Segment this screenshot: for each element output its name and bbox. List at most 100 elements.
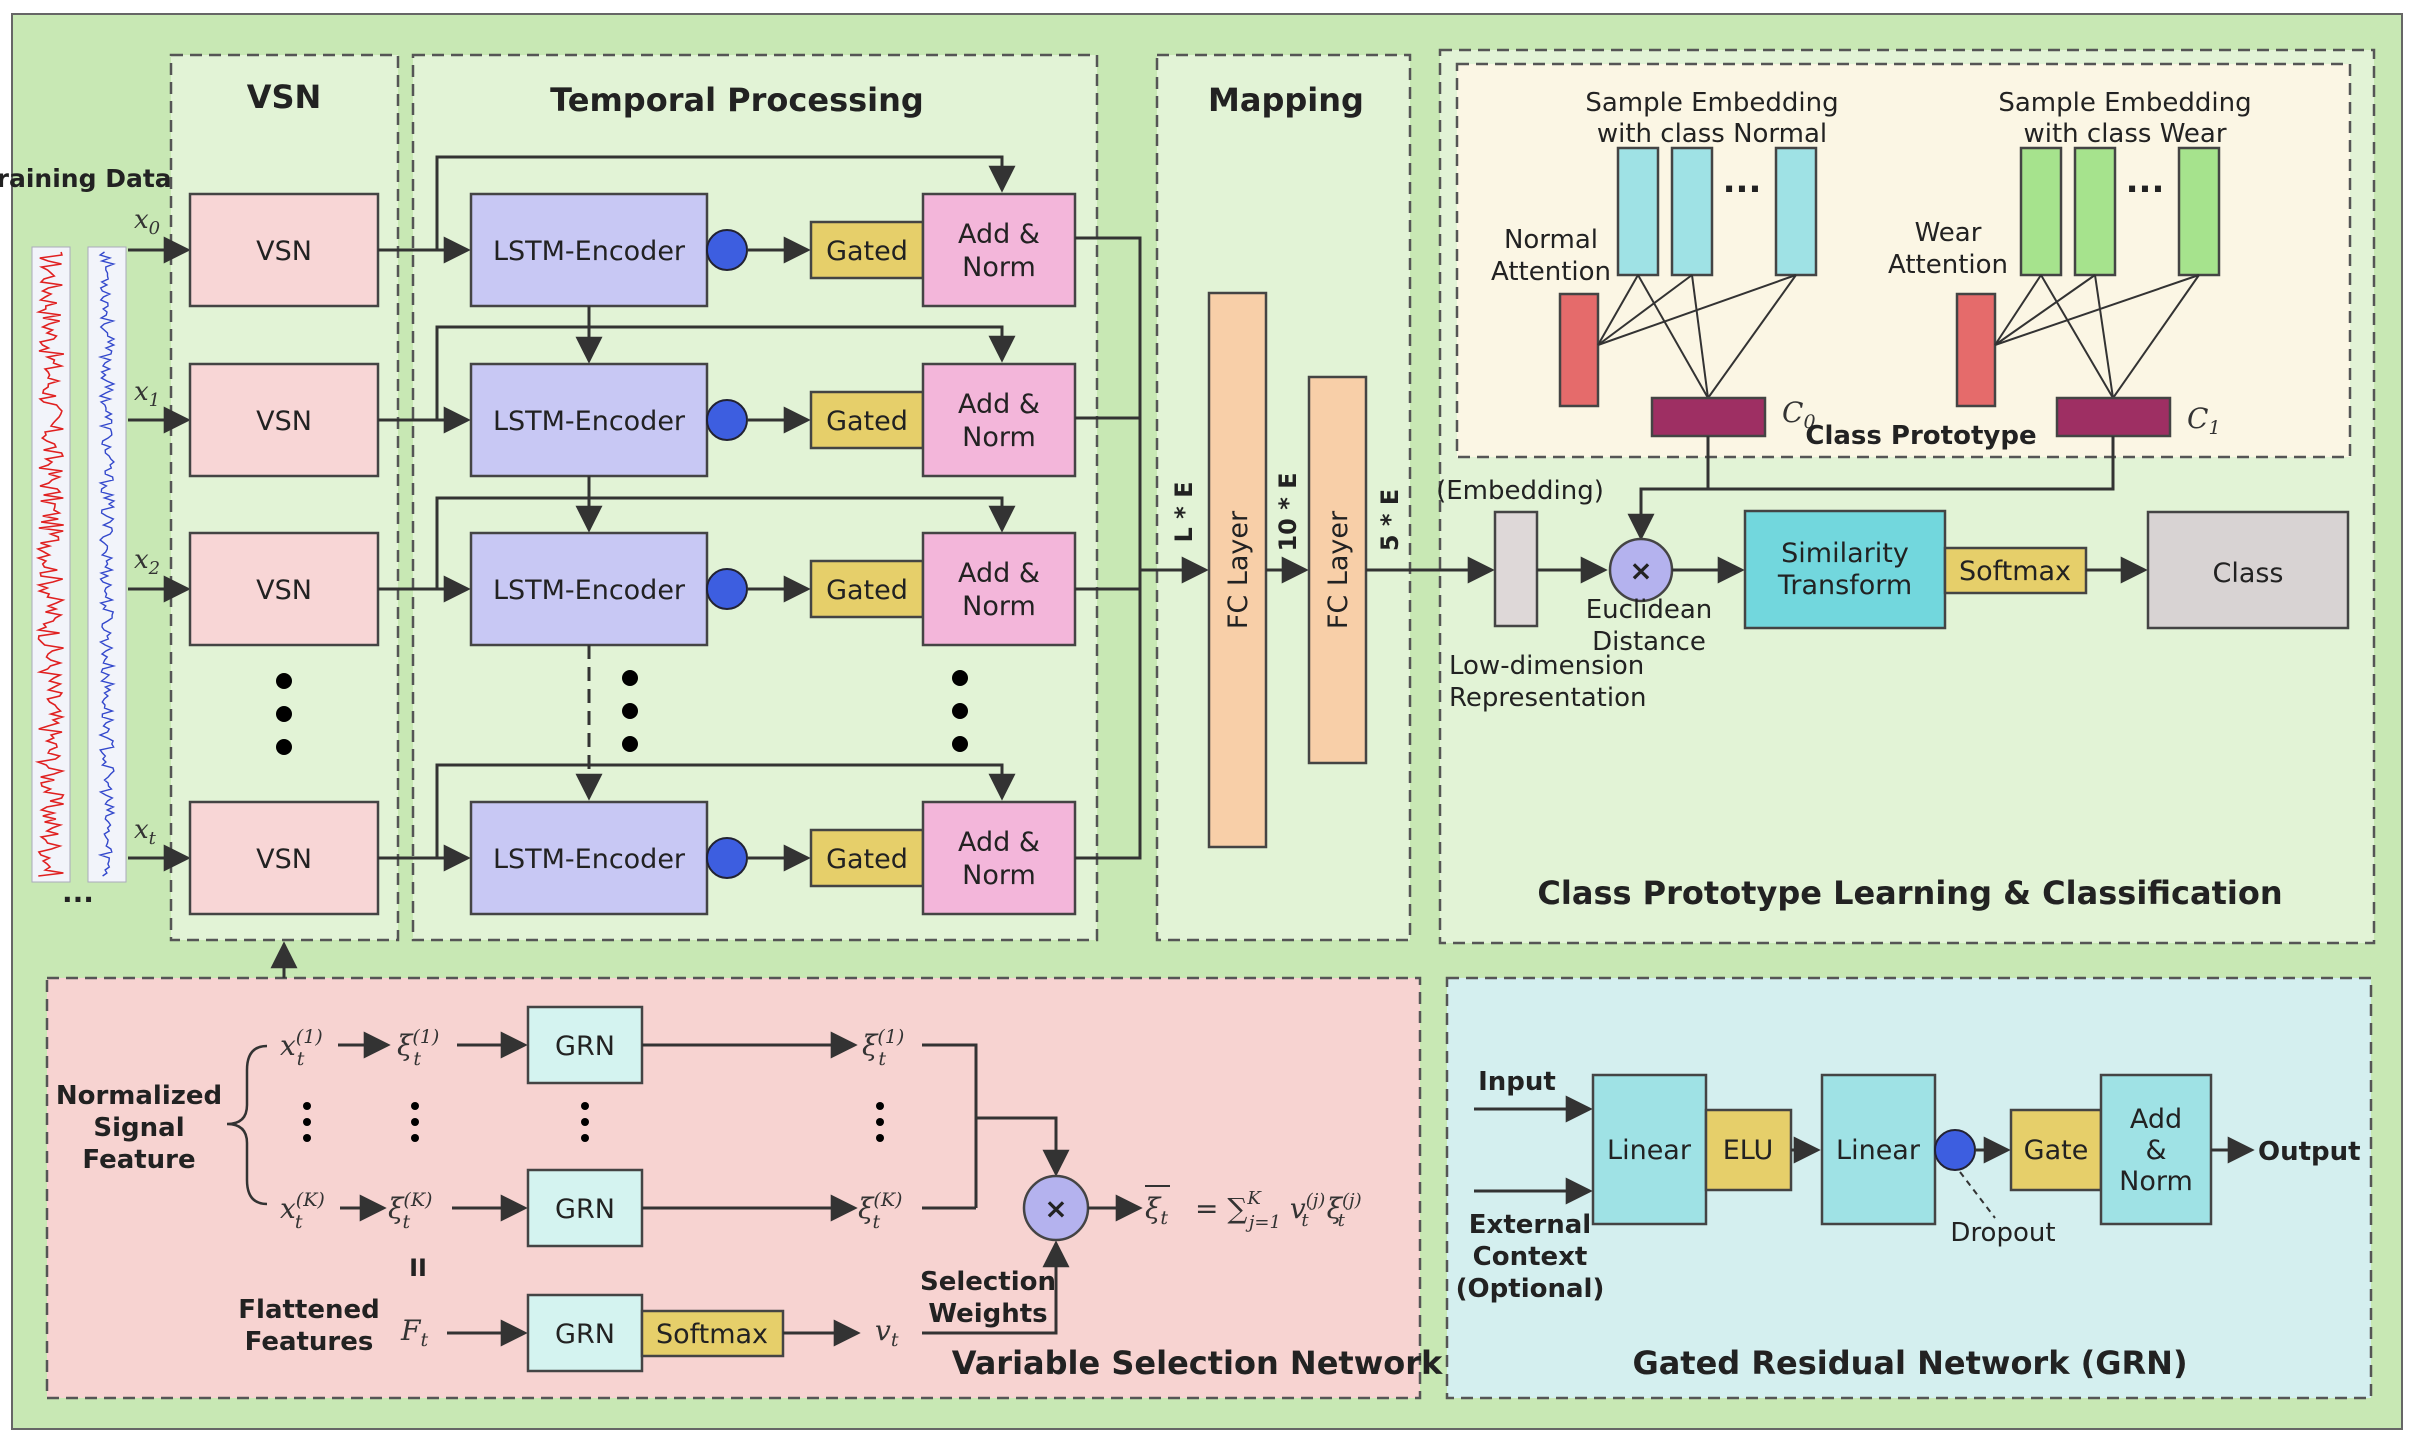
vsn-row-2: VSN bbox=[128, 531, 380, 647]
svg-text:VSN: VSN bbox=[256, 236, 312, 267]
prototype-c1-box bbox=[2055, 396, 2172, 438]
gated-box bbox=[809, 828, 925, 888]
vsn-box bbox=[188, 362, 380, 478]
normal-embeddings: ... bbox=[1616, 146, 1818, 277]
grn-add-norm bbox=[2099, 1073, 2213, 1226]
svg-text:Features: Features bbox=[245, 1327, 374, 1357]
input-label-x1: x1 bbox=[134, 377, 160, 411]
temporal-row-1: LSTM-Encoder Gated Add & Norm bbox=[378, 306, 1140, 478]
temporal-row-0: LSTM-Encoder Gated Add & Norm bbox=[378, 155, 1142, 570]
selection-weights-label: Selection bbox=[920, 1267, 1056, 1297]
vsn-box bbox=[188, 800, 380, 916]
mapping-title: Mapping bbox=[1208, 81, 1364, 119]
svg-text:LSTM-Encoder: LSTM-Encoder bbox=[493, 575, 686, 606]
vsn-box bbox=[188, 531, 380, 647]
svg-text:Representation: Representation bbox=[1449, 683, 1646, 713]
svg-text:Softmax: Softmax bbox=[1959, 556, 2071, 587]
training-data-ellipsis: ... bbox=[62, 876, 94, 909]
svg-text:GRN: GRN bbox=[555, 1194, 615, 1225]
svg-text:Add &: Add & bbox=[958, 219, 1040, 250]
wear-attention-box bbox=[1955, 292, 1997, 408]
vsn-network-vdots bbox=[303, 1102, 884, 1142]
grn-linear-2 bbox=[1820, 1073, 1937, 1226]
svg-text:ELU: ELU bbox=[1723, 1135, 1774, 1166]
prototype-c1-label: C1 bbox=[2187, 402, 2221, 439]
dropout-label: Dropout bbox=[1950, 1218, 2055, 1248]
gated-box bbox=[809, 390, 925, 450]
softmax-box bbox=[1943, 546, 2088, 595]
wear-attention-lines bbox=[1994, 274, 2200, 399]
lstm-encoder-box bbox=[469, 800, 709, 916]
vsn-row-0: VSN bbox=[128, 192, 380, 308]
fc-layer-1 bbox=[1207, 291, 1268, 849]
add-norm-box bbox=[921, 800, 1077, 916]
vsn-title: VSN bbox=[247, 78, 322, 116]
prototype-panel-title: Class Prototype Learning & Classificatio… bbox=[1537, 874, 2282, 912]
svg-text:Gated: Gated bbox=[826, 844, 908, 875]
external-context-label: External bbox=[1469, 1210, 1591, 1240]
grn-dropout-dot bbox=[1934, 1129, 1976, 1171]
normalized-signal-label: Normalized bbox=[56, 1081, 222, 1111]
svg-text:Class: Class bbox=[2212, 558, 2283, 589]
lstm-encoder-box bbox=[469, 362, 709, 478]
dropout-dot bbox=[706, 229, 748, 271]
svg-text:Gated: Gated bbox=[826, 236, 908, 267]
sample-normal-label: Sample Embedding bbox=[1585, 88, 1838, 118]
training-data-label: Training Data bbox=[0, 164, 172, 193]
signal-plot-red bbox=[31, 246, 71, 883]
svg-text:Gate: Gate bbox=[2024, 1135, 2089, 1166]
vsn-ellipsis-dots bbox=[276, 673, 292, 755]
svg-text:Attention: Attention bbox=[1888, 250, 2008, 280]
embedding-label: (Embedding) bbox=[1436, 476, 1604, 506]
dim-label-5e: 5 * E bbox=[1376, 489, 1404, 551]
svg-text:GRN: GRN bbox=[555, 1319, 615, 1350]
svg-text:Add &: Add & bbox=[958, 389, 1040, 420]
svg-text:Distance: Distance bbox=[1592, 627, 1706, 657]
add-norm-box bbox=[921, 192, 1077, 308]
grn-box-k bbox=[526, 1168, 644, 1248]
low-dimension-label: Low-dimension bbox=[1449, 651, 1644, 681]
svg-text:Norm: Norm bbox=[962, 860, 1036, 891]
vsn-row-t: VSN bbox=[128, 800, 380, 916]
normal-attention-box bbox=[1558, 292, 1600, 408]
svg-text:×: × bbox=[1629, 554, 1652, 587]
grn-box-flattened bbox=[526, 1293, 644, 1373]
svg-text:Norm: Norm bbox=[962, 252, 1036, 283]
c1-to-distance-arrow bbox=[1641, 436, 2115, 491]
svg-text:Add &: Add & bbox=[958, 827, 1040, 858]
svg-text:Similarity: Similarity bbox=[1781, 538, 1909, 569]
svg-text:Attention: Attention bbox=[1491, 257, 1611, 287]
embedding-box bbox=[1493, 510, 1539, 628]
fc-layer-1-label: FC Layer bbox=[1223, 510, 1254, 629]
grn-elu bbox=[1704, 1108, 1793, 1192]
wear-attention-label: Wear bbox=[1915, 218, 1982, 248]
svg-text:LSTM-Encoder: LSTM-Encoder bbox=[493, 406, 686, 437]
svg-text:×: × bbox=[1044, 1192, 1067, 1225]
svg-text:Softmax: Softmax bbox=[656, 1319, 768, 1350]
svg-text:Add &: Add & bbox=[958, 558, 1040, 589]
fc-layer-2-label: FC Layer bbox=[1323, 510, 1354, 629]
similarity-transform-box bbox=[1743, 509, 1947, 630]
normal-attention-label: Normal bbox=[1504, 225, 1598, 255]
svg-text:Norm: Norm bbox=[2119, 1166, 2193, 1197]
signal-plot-blue bbox=[87, 246, 127, 883]
svg-text:with class Wear: with class Wear bbox=[2023, 119, 2226, 149]
gated-box bbox=[809, 559, 925, 619]
temporal-ellipsis bbox=[575, 645, 968, 801]
svg-text:Norm: Norm bbox=[962, 422, 1036, 453]
add-norm-box bbox=[921, 531, 1077, 647]
svg-text:Transform: Transform bbox=[1777, 570, 1912, 601]
dim-label-10e: 10 * E bbox=[1274, 472, 1302, 551]
grn-input-label: Input bbox=[1478, 1067, 1556, 1097]
svg-text:&: & bbox=[2145, 1135, 2166, 1166]
svg-text:VSN: VSN bbox=[256, 844, 312, 875]
equals-sign: II bbox=[409, 1254, 427, 1282]
svg-text:(Optional): (Optional) bbox=[1456, 1274, 1605, 1304]
grn-output-label: Output bbox=[2258, 1137, 2361, 1167]
lstm-encoder-box bbox=[469, 531, 709, 647]
lstm-encoder-box bbox=[469, 192, 709, 308]
flattened-features-label: Flattened bbox=[238, 1295, 379, 1325]
euclidean-distance-label: Euclidean bbox=[1586, 595, 1713, 625]
svg-text:GRN: GRN bbox=[555, 1031, 615, 1062]
